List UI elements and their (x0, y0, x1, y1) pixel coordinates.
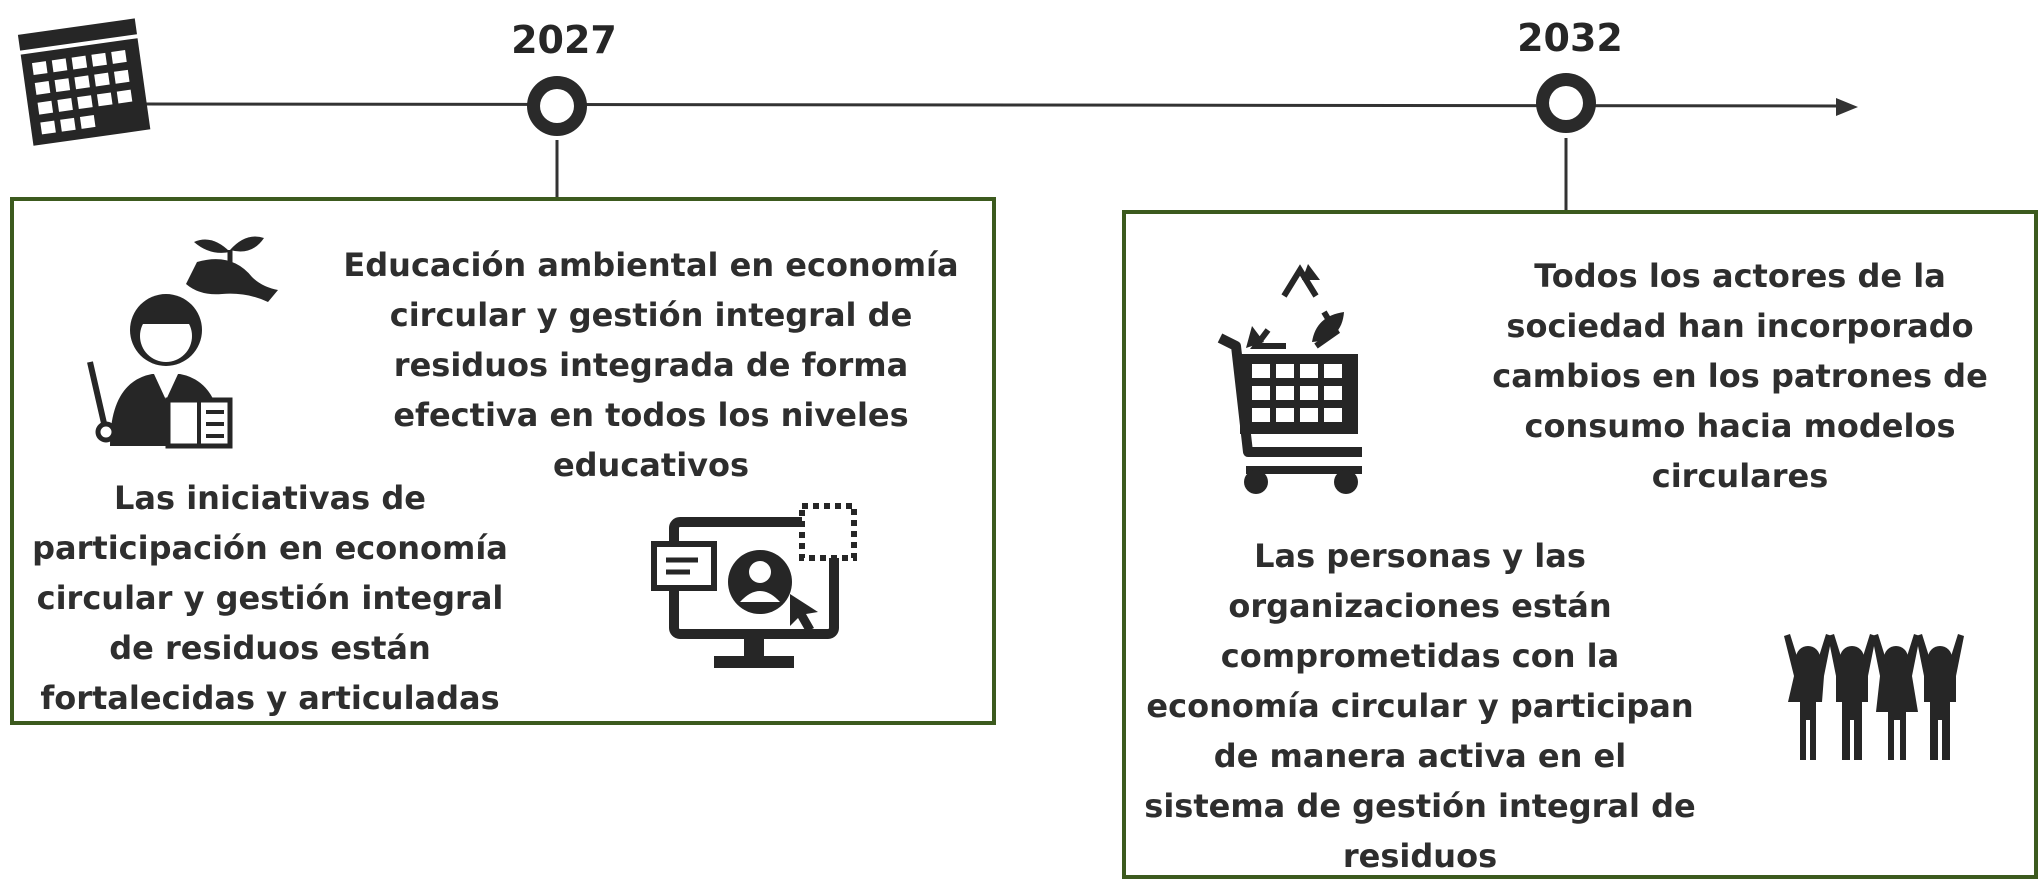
milestone-marker-2027 (527, 76, 587, 136)
milestone-marker-2032 (1536, 73, 1596, 133)
milestone-year-2027: 2027 (511, 18, 617, 62)
teacher-plant-icon (82, 232, 282, 452)
people-raising-hands-icon (1780, 632, 1970, 772)
milestone-year-2032: 2032 (1517, 16, 1623, 60)
goal-text-committed-people: Las personas y las organizaciones están … (1144, 537, 1696, 875)
goal-text-participation-initiatives: Las iniciativas de participación en econ… (32, 479, 508, 717)
goal-text-consumption-patterns: Todos los actores de la sociedad han inc… (1492, 257, 1988, 495)
milestone-box-2032 (1122, 210, 2038, 879)
computer-participation-icon (651, 500, 862, 680)
recycle-cart-icon (1212, 256, 1382, 500)
calendar-icon (14, 4, 154, 146)
goal-text-environmental-education: Educación ambiental en economía circular… (343, 246, 959, 484)
